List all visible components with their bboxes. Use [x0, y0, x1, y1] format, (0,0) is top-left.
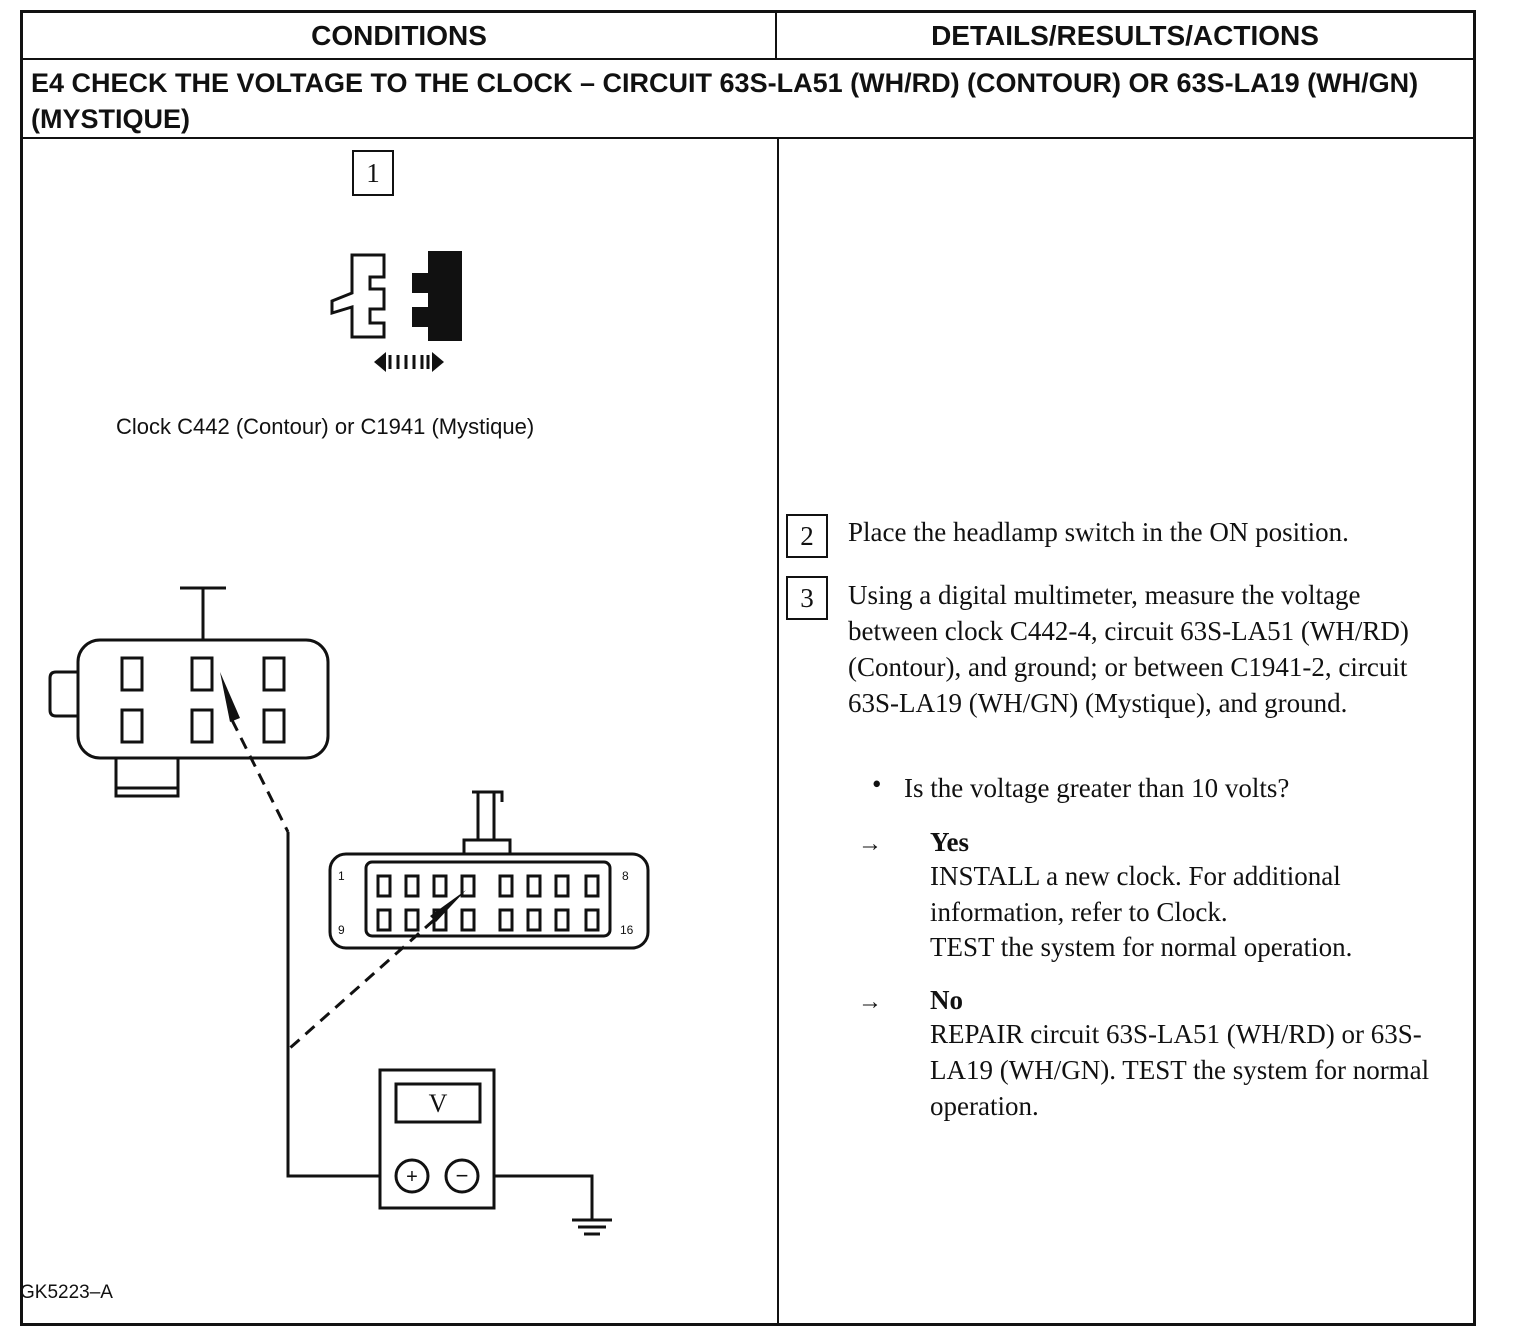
pin-connector-body: [328, 852, 650, 950]
step-title: E4 CHECK THE VOLTAGE TO THE CLOCK – CIRC…: [31, 68, 1419, 134]
figure-id: GK5223–A: [20, 1282, 113, 1303]
no-arrow-icon: →: [858, 989, 882, 1015]
meter-lead-positive: [286, 832, 410, 1178]
probe-tip-pin: [430, 890, 466, 922]
pin-label-9: 9: [338, 923, 345, 937]
probe-tip-clock: [220, 672, 240, 722]
ground-symbol: [572, 1218, 612, 1236]
negative-terminal: [444, 1158, 480, 1194]
test-lead-clock: [230, 719, 290, 833]
yes-test-text: TEST the system for normal operation.: [930, 932, 1353, 962]
title-divider: [23, 137, 1473, 139]
no-action-text: REPAIR circuit 63S-LA51 (WH/RD) or 63S-L…: [930, 1019, 1430, 1121]
pin-label-1: 1: [338, 869, 345, 883]
multimeter-test-diagram: 1 8 9 16 V + −: [48, 586, 650, 1236]
multimeter-voltage-label: V: [429, 1089, 448, 1118]
question-text: Is the voltage greater than 10 volts?: [904, 773, 1290, 803]
step2-text: Place the headlamp switch in the ON posi…: [848, 517, 1349, 547]
pin-label-8: 8: [622, 869, 629, 883]
positive-symbol: +: [406, 1166, 418, 1188]
column-divider: [777, 139, 779, 1323]
step3-text: Using a digital multimeter, measure the …: [848, 580, 1409, 718]
step1-number-box: 1: [352, 150, 394, 196]
no-label: No: [930, 985, 963, 1015]
positive-terminal: [394, 1158, 430, 1194]
yes-action-text: INSTALL a new clock. For additional info…: [930, 861, 1341, 927]
yes-label: Yes: [930, 827, 969, 857]
yes-arrow-icon: →: [858, 831, 882, 857]
question-bullet: •: [872, 769, 882, 799]
diagnostic-table: CONDITIONS DETAILS/RESULTS/ACTIONS E4 CH…: [20, 10, 1476, 1326]
pin-label-16: 16: [620, 923, 634, 937]
clock-connector-tab: [180, 586, 226, 640]
meter-lead-negative: [480, 1174, 594, 1220]
test-lead-pin: [289, 918, 435, 1050]
step2-number-box: 2: [786, 514, 828, 558]
header-divider: [23, 58, 1473, 60]
connector-caption: Clock C442 (Contour) or C1941 (Mystique): [116, 414, 535, 439]
header-conditions: CONDITIONS: [23, 13, 777, 58]
step3-number-box: 3: [786, 576, 828, 620]
negative-symbol: −: [456, 1163, 469, 1188]
header-details: DETAILS/RESULTS/ACTIONS: [931, 19, 1319, 51]
clock-connector-latch: [48, 670, 78, 718]
multimeter-display: [394, 1082, 482, 1124]
disconnect-connector-icon: [330, 251, 462, 372]
